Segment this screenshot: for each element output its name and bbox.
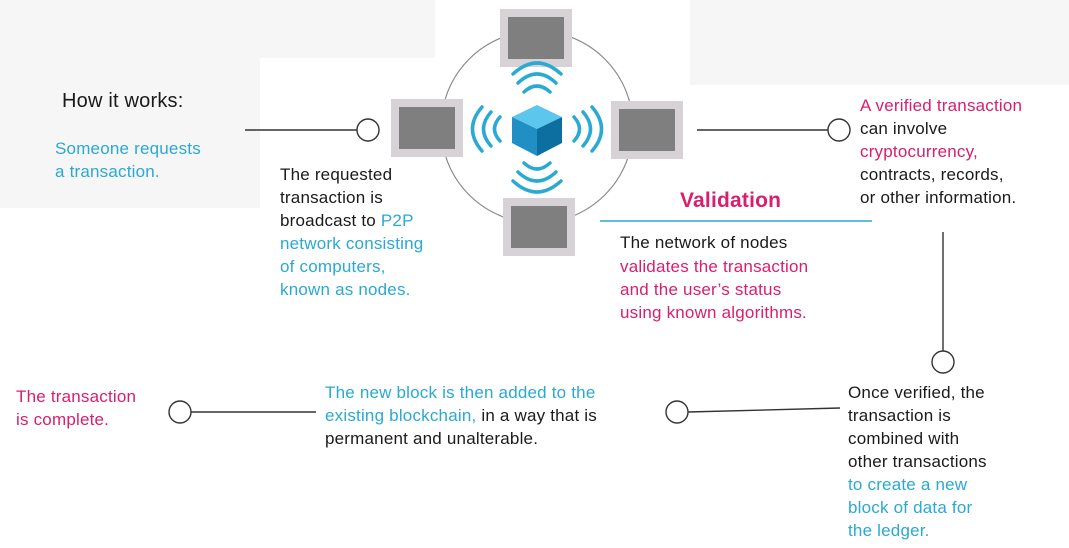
- background-band-right: [690, 0, 1069, 85]
- background-band-left: [0, 58, 260, 208]
- node-computer-icon-right: [611, 101, 683, 159]
- step2-line3-text: broadcast to: [280, 211, 381, 230]
- wireless-signal-icon-bottom: [511, 161, 563, 194]
- step4-line4: contracts, records,: [860, 165, 1004, 184]
- step6-line2-dark: in a way that is: [476, 406, 597, 425]
- step6-line2-blue: existing blockchain,: [325, 406, 477, 425]
- step2-line3-p2p: P2P: [380, 211, 414, 230]
- validation-line4: using known algorithms.: [620, 303, 807, 322]
- step2-line2: transaction is: [280, 188, 383, 207]
- node-computer-icon-bottom: [503, 198, 575, 256]
- step4-line2: can involve: [860, 119, 948, 138]
- step5-line6: block of data for: [848, 498, 973, 517]
- blockchain-cube-icon: [512, 105, 562, 156]
- wireless-signal-icon-right: [572, 105, 604, 153]
- connector-step6: [665, 400, 841, 424]
- step4-line3: cryptocurrency,: [860, 142, 978, 161]
- step2-line3: broadcast to P2P: [280, 210, 414, 232]
- step5-line7: the ledger.: [848, 521, 930, 540]
- wireless-signal-icon-left: [470, 105, 502, 153]
- step4-line1: A verified transaction: [860, 96, 1023, 115]
- step5-line4: other transactions: [848, 452, 987, 471]
- node-computer-icon-top: [500, 9, 572, 67]
- step5-line3: combined with: [848, 429, 960, 448]
- step5-line5: to create a new: [848, 475, 968, 494]
- step4-line5: or other information.: [860, 188, 1017, 207]
- step2-line6: known as nodes.: [280, 280, 411, 299]
- connector-step1: [245, 118, 380, 142]
- step6-line2: existing blockchain, in a way that is: [325, 405, 597, 427]
- validation-line1: The network of nodes: [620, 233, 788, 252]
- step6-line1: The new block is then added to the: [325, 383, 596, 402]
- page-title: How it works:: [62, 90, 184, 112]
- wireless-signal-icon-top: [511, 61, 563, 94]
- connector-step7: [168, 400, 316, 424]
- step1-line2: a transaction.: [55, 162, 160, 181]
- step2-line5: of computers,: [280, 257, 386, 276]
- node-computer-icon-left: [391, 99, 463, 157]
- step2-line1: The requested: [280, 165, 393, 184]
- connector-step4: [697, 118, 851, 142]
- validation-line2: validates the transaction: [620, 257, 809, 276]
- validation-line3: and the user’s status: [620, 280, 782, 299]
- step7-line1: The transaction: [16, 387, 137, 406]
- step5-line1: Once verified, the: [848, 383, 985, 402]
- validation-heading: Validation: [680, 189, 782, 212]
- background-band-top: [0, 0, 435, 58]
- step5-line2: transaction is: [848, 406, 951, 425]
- step1-line1: Someone requests: [55, 139, 201, 158]
- step2-line4: network consisting: [280, 234, 424, 253]
- step6-line3: permanent and unalterable.: [325, 429, 539, 448]
- connector-step5: [931, 232, 955, 374]
- step7-line2: is complete.: [16, 410, 110, 429]
